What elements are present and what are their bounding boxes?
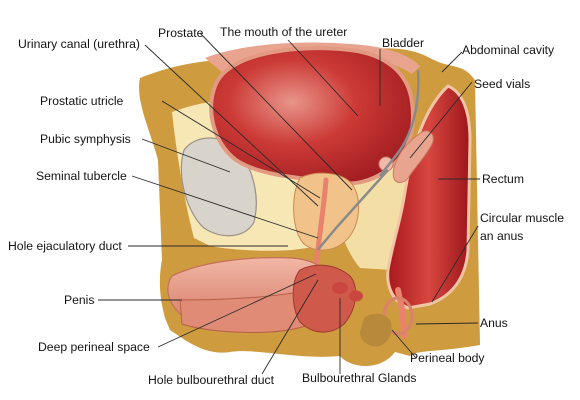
leader-perineal-body — [391, 329, 417, 359]
label-bladder: Bladder — [382, 36, 424, 50]
labels: Urinary canal (urethra) Prostate The mou… — [8, 25, 564, 387]
leader-ureter-mouth — [287, 39, 359, 117]
leader-pubic-symphysis — [141, 138, 231, 173]
bulbourethral-gland-1 — [332, 282, 348, 294]
label-seminal-tubercle: Seminal tubercle — [36, 169, 127, 183]
label-deep-perineal-space: Deep perineal space — [38, 340, 150, 354]
label-urethra: Urinary canal (urethra) — [18, 37, 140, 51]
ejaculatory-duct — [316, 169, 389, 251]
leader-seminal-tubercle — [131, 175, 319, 239]
leader-hole-bulbourethral — [261, 279, 319, 375]
prostate — [293, 172, 359, 251]
label-hole-bulbourethral-duct: Hole bulbourethral duct — [148, 373, 275, 387]
label-anus: Anus — [480, 316, 508, 330]
leader-deep-perineal — [157, 273, 317, 348]
leader-abdominal-cavity — [441, 51, 463, 73]
label-prostate: Prostate — [158, 26, 204, 40]
seminal-vesicle — [392, 130, 434, 184]
label-abdominal-cavity: Abdominal cavity — [462, 43, 555, 57]
label-rectum: Rectum — [482, 172, 524, 186]
leader-prostatic-utricle — [161, 100, 321, 199]
label-circular-muscle-1: Circular muscle — [480, 211, 564, 225]
bulbourethral-gland-2 — [349, 290, 363, 302]
label-penis: Penis — [64, 293, 95, 307]
label-bulbourethral-glands: Bulbourethral Glands — [302, 371, 417, 385]
label-pubic-symphysis: Pubic symphysis — [40, 132, 131, 146]
leader-lines — [98, 32, 480, 375]
bladder — [209, 46, 415, 186]
label-prostatic-utricle: Prostatic utricle — [40, 94, 124, 108]
muscle-layer — [205, 42, 420, 74]
leader-anus — [415, 322, 479, 325]
label-seed-vials: Seed vials — [474, 77, 530, 91]
label-hole-ejaculatory-duct: Hole ejaculatory duct — [8, 239, 122, 253]
leader-circular-muscle — [431, 225, 479, 303]
vas-deferens — [378, 69, 420, 177]
label-ureter-mouth: The mouth of the ureter — [220, 25, 347, 39]
perineal-body — [360, 313, 392, 347]
anatomy-shapes — [139, 42, 480, 367]
label-circular-muscle-2: an anus — [480, 229, 523, 243]
leader-prostate — [199, 32, 353, 191]
label-perineal-body: Perineal body — [410, 351, 485, 365]
leader-seed-vials — [409, 81, 473, 159]
